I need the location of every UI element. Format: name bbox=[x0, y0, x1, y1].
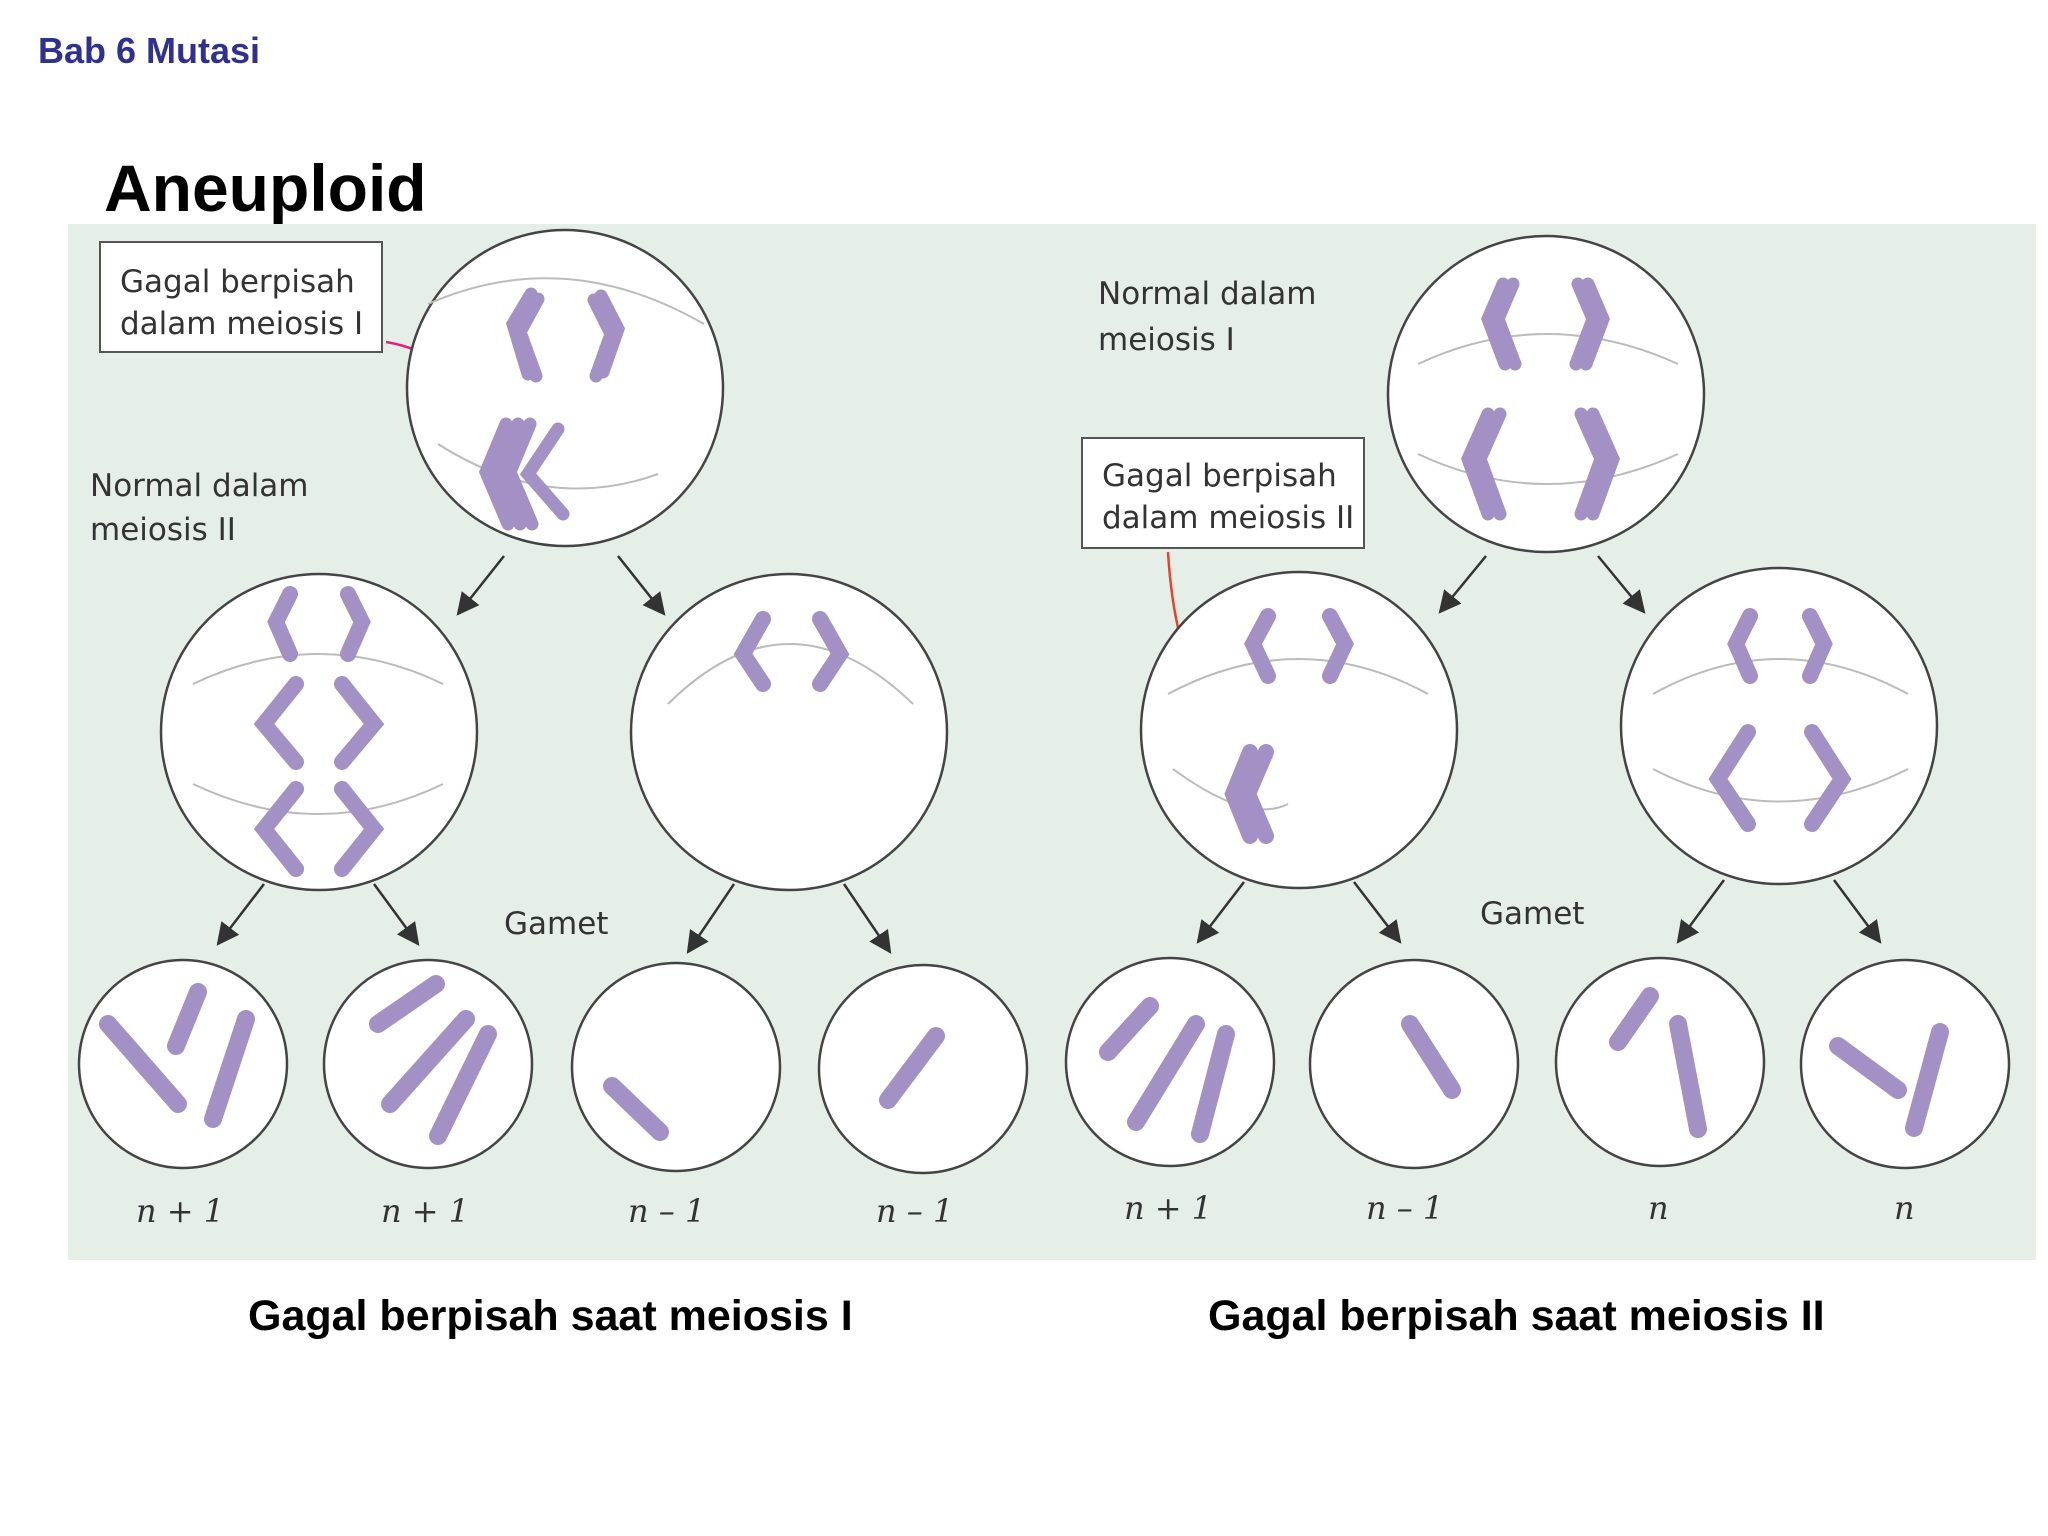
gamete-cell bbox=[1308, 958, 1520, 1170]
parent-cell bbox=[405, 228, 725, 548]
chromosome-group bbox=[603, 1077, 669, 1141]
chromosome-group bbox=[1099, 997, 1235, 1143]
normal-meiosis-2-line1: Normal dalam bbox=[90, 468, 309, 504]
gamet-label: Gamet bbox=[1480, 896, 1584, 932]
callout-text-line2: dalam meiosis II bbox=[1102, 500, 1354, 536]
gamete-ploidy-label: n + 1 bbox=[1124, 1189, 1212, 1227]
chromosome-group bbox=[478, 287, 626, 531]
chromosome-group bbox=[99, 983, 255, 1128]
gamete-ploidy-label: n – 1 bbox=[1366, 1189, 1443, 1227]
gamete-ploidy-label: n + 1 bbox=[381, 1192, 469, 1230]
meiosis-nondisjunction-illustration: Gagal berpisah dalam meiosis I Normal da… bbox=[77, 228, 2011, 1230]
gamete-ploidy-label: n + 1 bbox=[136, 1192, 224, 1230]
left-panel: Gagal berpisah dalam meiosis I Normal da… bbox=[77, 228, 1029, 1230]
chromosome-group bbox=[733, 611, 850, 692]
caption-meiosis-1: Gagal berpisah saat meiosis I bbox=[248, 1292, 853, 1340]
gamete-cell bbox=[817, 963, 1029, 1175]
spindle-fiber bbox=[427, 277, 705, 325]
gamet-label: Gamet bbox=[504, 906, 608, 942]
arrow bbox=[617, 555, 666, 616]
gamete-cell bbox=[1799, 958, 2011, 1170]
gamete-cell bbox=[570, 961, 782, 1173]
spindle-fiber bbox=[437, 443, 659, 490]
daughter-cell bbox=[1619, 566, 1939, 886]
callout-text-line1: Gagal berpisah bbox=[120, 264, 355, 300]
gamete-ploidy-label: n – 1 bbox=[628, 1192, 705, 1230]
chromosome-group bbox=[1609, 987, 1707, 1138]
callout-box-meiosis-2 bbox=[1081, 437, 1365, 549]
chromosome-group bbox=[369, 975, 497, 1145]
normal-meiosis-1-line2: meiosis I bbox=[1098, 322, 1235, 358]
chromosome-group bbox=[1829, 1023, 1949, 1137]
daughter-cell bbox=[1139, 570, 1459, 890]
chapter-header: Bab 6 Mutasi bbox=[38, 30, 261, 71]
chromosome-group bbox=[1224, 608, 1354, 844]
daughter-cell bbox=[629, 572, 949, 892]
chromosome-group bbox=[1460, 277, 1621, 521]
gamete-ploidy-label: n bbox=[1894, 1189, 1915, 1227]
arrow bbox=[456, 555, 505, 616]
parent-cell bbox=[1386, 234, 1706, 554]
chromosome-group bbox=[879, 1027, 945, 1109]
callout-text-line1: Gagal berpisah bbox=[1102, 458, 1337, 494]
daughter-cell bbox=[159, 572, 479, 892]
gamete-ploidy-label: n – 1 bbox=[876, 1192, 953, 1230]
callout-box-meiosis-1 bbox=[99, 241, 383, 353]
slide-title: Aneuploid bbox=[104, 151, 427, 225]
gamete-ploidy-label: n bbox=[1648, 1189, 1669, 1227]
gamete-cell bbox=[77, 958, 289, 1170]
chromosome-group bbox=[1401, 1015, 1461, 1099]
chromosome-group bbox=[253, 586, 385, 877]
right-panel: Normal dalam meiosis I Gagal berpisah da… bbox=[1064, 234, 2011, 1227]
gamete-cell bbox=[1554, 956, 1766, 1168]
callout-text-line2: dalam meiosis I bbox=[120, 306, 363, 342]
caption-meiosis-2: Gagal berpisah saat meiosis II bbox=[1208, 1292, 1825, 1340]
normal-meiosis-2-line2: meiosis II bbox=[90, 512, 236, 548]
chromosome-group bbox=[1708, 608, 1852, 832]
aneuploid-diagram: Gagal berpisah dalam meiosis I Normal da… bbox=[68, 224, 2036, 1260]
normal-meiosis-1-line1: Normal dalam bbox=[1098, 276, 1317, 312]
